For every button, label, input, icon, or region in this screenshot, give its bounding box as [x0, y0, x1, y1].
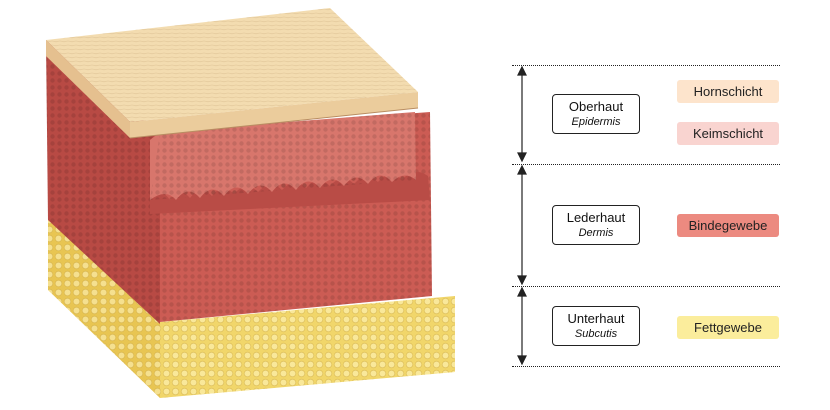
stratum-corneum-layer — [46, 8, 419, 139]
dermis-range-arrow — [517, 164, 527, 286]
tag-fettgewebe: Fettgewebe — [677, 316, 779, 339]
subcutis-label-box: Unterhaut Subcutis — [552, 306, 640, 346]
subcutis-latin-name: Subcutis — [574, 328, 618, 340]
dermis-label-box: Lederhaut Dermis — [552, 205, 640, 245]
tag-hornschicht: Hornschicht — [677, 80, 779, 103]
epidermis-label-box: Oberhaut Epidermis — [552, 94, 640, 134]
tag-bindegewebe: Bindegewebe — [677, 214, 779, 237]
dermis-latin-name: Dermis — [578, 227, 614, 239]
separator-dermis-subcutis — [512, 286, 780, 287]
skin-cross-section-illustration — [46, 8, 455, 398]
range-arrows — [517, 65, 527, 366]
separator-top — [512, 65, 780, 66]
epidermis-range-arrow — [517, 65, 527, 163]
separator-epidermis-dermis — [512, 164, 780, 165]
epidermis-germinal-layer — [150, 112, 416, 200]
separator-bottom — [512, 366, 780, 367]
subcutis-name: Unterhaut — [567, 311, 625, 326]
subcutis-range-arrow — [517, 286, 527, 366]
subcutis-layer — [48, 218, 455, 398]
epidermis-latin-name: Epidermis — [571, 116, 621, 128]
epidermis-name: Oberhaut — [568, 99, 624, 114]
dermis-name: Lederhaut — [566, 210, 626, 225]
tag-keimschicht: Keimschicht — [677, 122, 779, 145]
